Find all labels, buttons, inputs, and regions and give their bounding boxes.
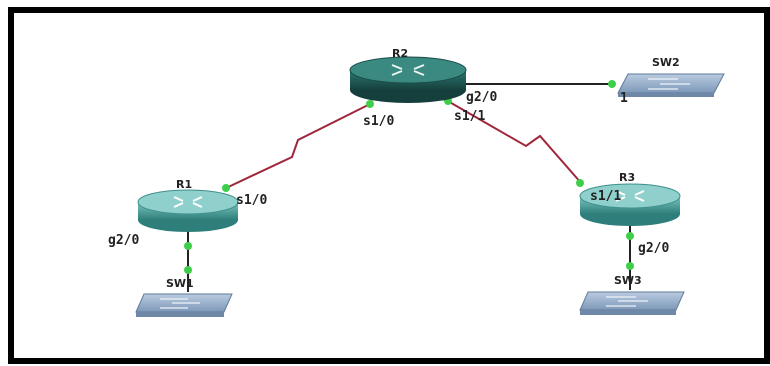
switch-sw1[interactable]: SW1 [135, 277, 233, 317]
device-label-sw3: SW3 [614, 274, 642, 287]
device-label-r2: R2 [392, 47, 408, 60]
router-r1[interactable]: R1 [137, 178, 239, 232]
port-label: g2/0 [638, 241, 669, 256]
port-dot [222, 184, 230, 192]
device-label-r1: R1 [176, 178, 192, 191]
port-dot [626, 232, 634, 240]
device-label-sw2: SW2 [652, 56, 680, 69]
port-label: 1 [620, 91, 628, 106]
router-icon [391, 64, 425, 76]
router-r3[interactable]: R3 [579, 171, 681, 226]
switch-icon [160, 298, 200, 309]
router-icon [173, 196, 203, 208]
link-r1-r2-serial [223, 102, 373, 190]
port-label: g2/0 [108, 233, 139, 248]
router-r2[interactable]: R2 [349, 47, 467, 103]
port-label: s1/1 [590, 189, 621, 204]
device-label-sw1: SW1 [166, 277, 194, 290]
port-dot [608, 80, 616, 88]
port-label: s1/1 [454, 109, 485, 124]
switch-icon [648, 78, 690, 90]
link-r2-r3-serial [445, 99, 583, 185]
port-dot [626, 262, 634, 270]
port-dot [184, 242, 192, 250]
switch-sw2[interactable]: SW2 [617, 56, 725, 97]
port-label: g2/0 [466, 90, 497, 105]
port-label: s1/0 [236, 193, 267, 208]
port-dot [366, 100, 374, 108]
port-dot [576, 179, 584, 187]
device-label-r3: R3 [619, 171, 635, 184]
switch-sw3[interactable]: SW3 [579, 274, 685, 315]
router-icon [615, 190, 645, 202]
port-dot [184, 266, 192, 274]
port-label: s1/0 [363, 114, 394, 129]
switch-icon [606, 296, 648, 307]
